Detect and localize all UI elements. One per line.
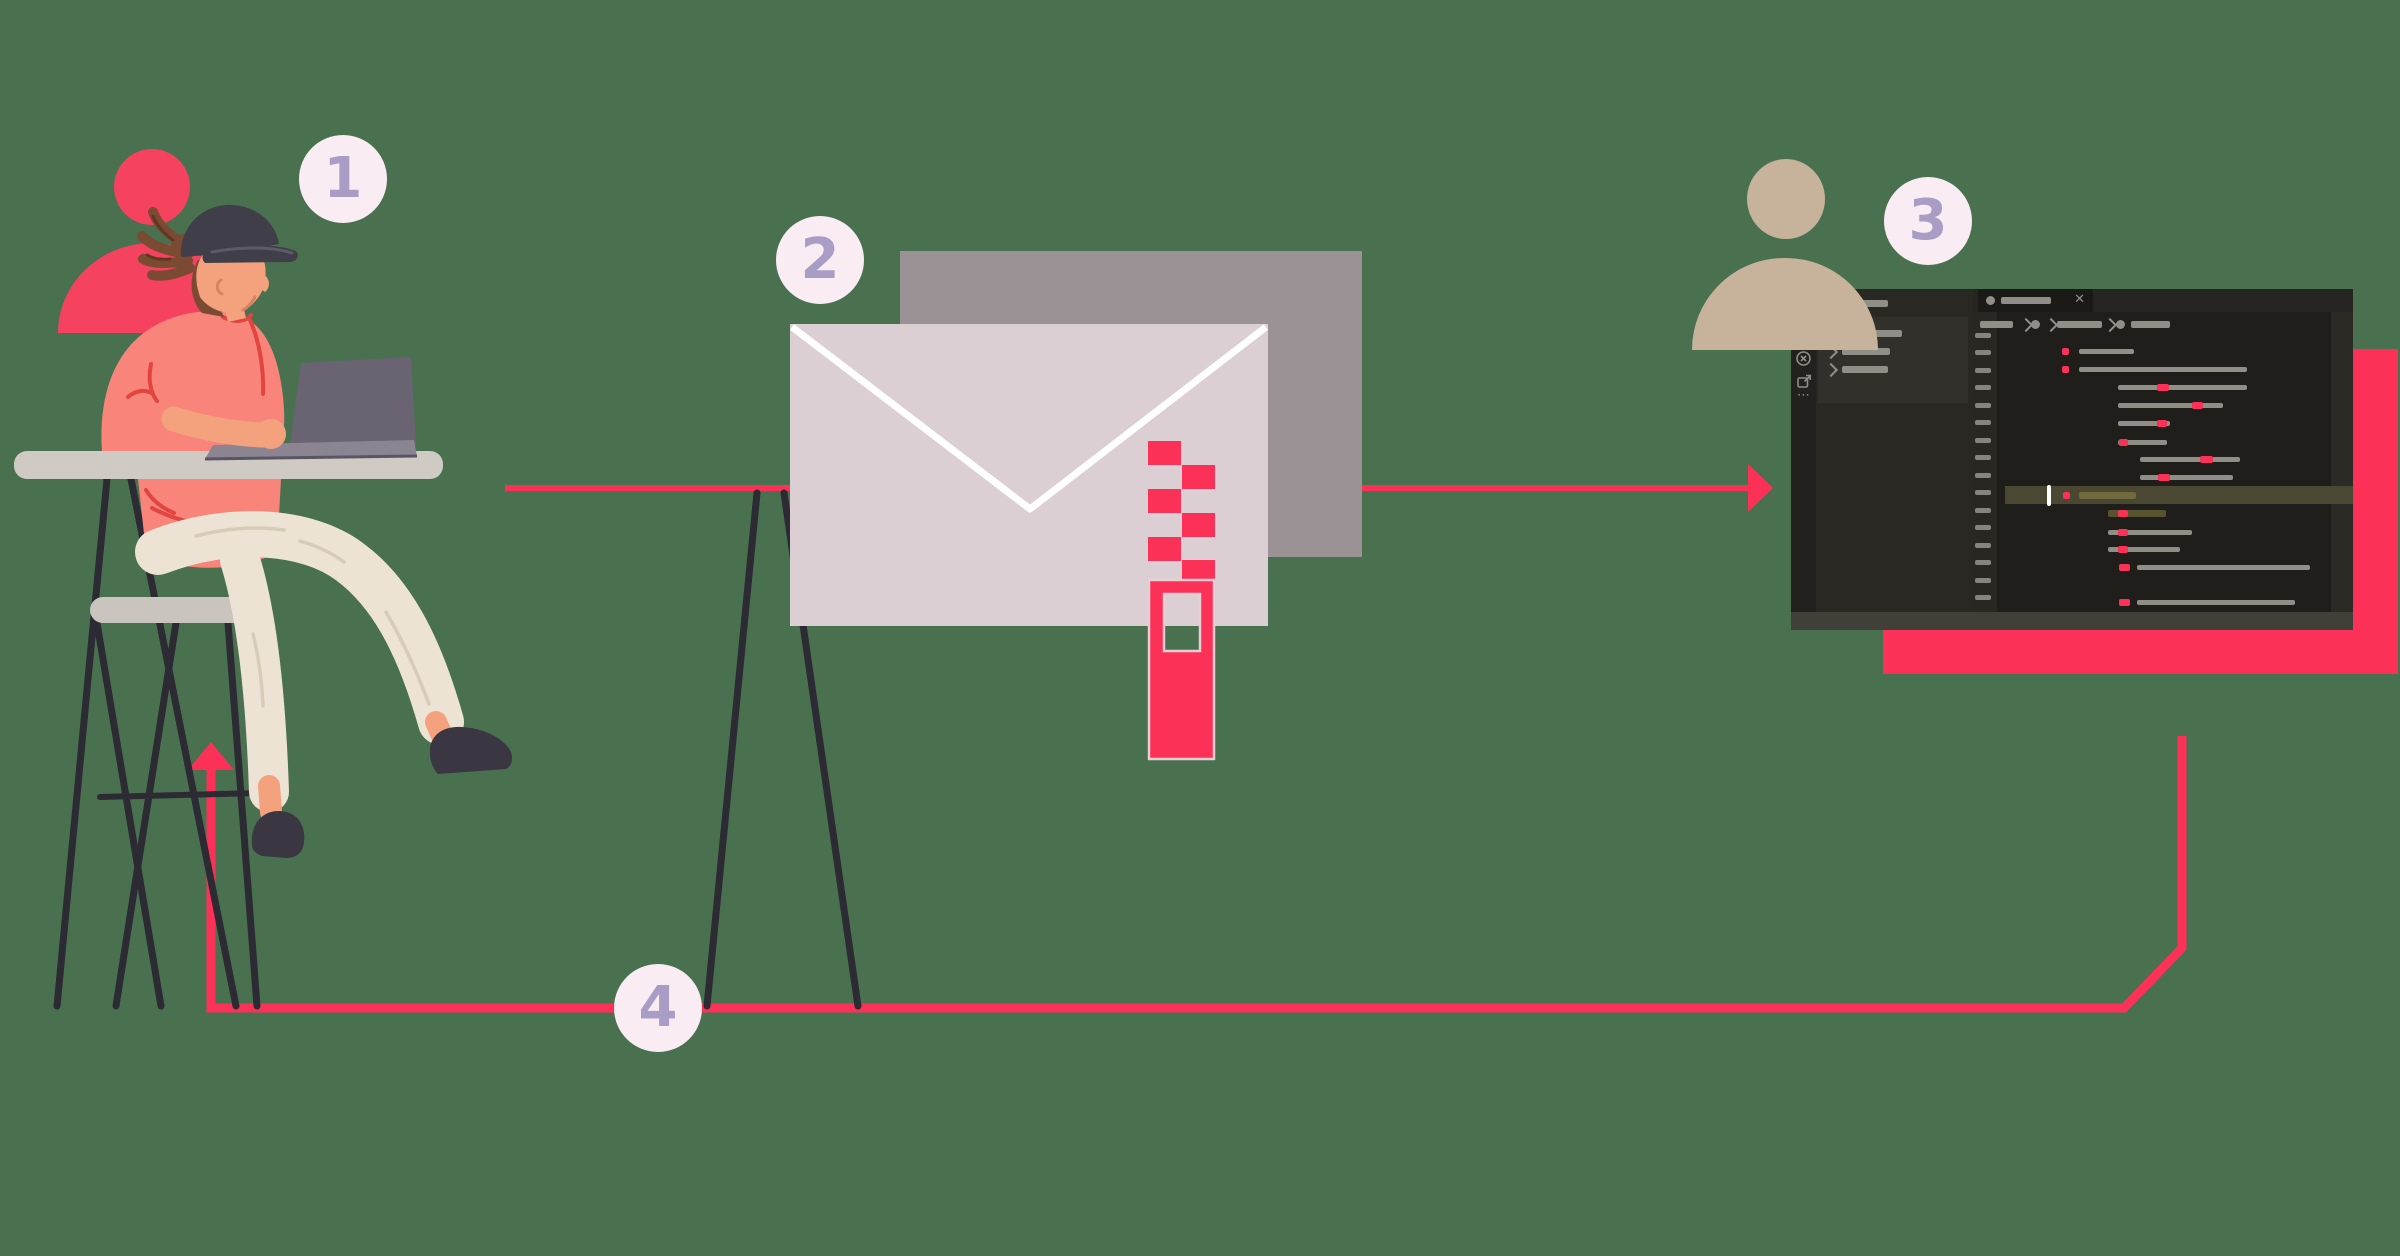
tab-title-bar	[2001, 297, 2051, 304]
more-icon[interactable]: ⋯	[1797, 388, 1810, 403]
zipper-tooth	[1148, 441, 1181, 465]
user-avatar-shoulders	[1692, 258, 1878, 350]
flow-arrow-return	[188, 736, 2187, 1013]
file-dot-icon	[1986, 296, 1995, 305]
external-link-icon[interactable]	[1795, 373, 1812, 390]
status-bar	[1791, 612, 2353, 630]
zipper-tooth	[1182, 513, 1215, 537]
head	[137, 204, 298, 322]
zipper-tooth	[1148, 537, 1181, 561]
tree-item-label-bar[interactable]	[1873, 329, 1902, 337]
step-1-number: 1	[323, 146, 363, 211]
legs	[135, 511, 464, 812]
step-1-badge: 1	[299, 135, 387, 223]
torso	[101, 311, 285, 452]
laptop	[204, 357, 418, 461]
close-icon[interactable]: ✕	[2074, 292, 2085, 307]
tree-item-label-bar[interactable]	[1842, 347, 1890, 355]
gutter-column	[1973, 312, 1997, 612]
stool	[90, 597, 261, 1010]
torso-lower	[138, 479, 281, 568]
tab-bar: ✕	[1973, 289, 2353, 312]
editor-main: ✕	[1973, 289, 2353, 630]
red-person-silhouette	[58, 149, 246, 333]
shoes	[251, 726, 513, 858]
desk-legs	[53, 475, 862, 1010]
step-2-badge: 2	[776, 216, 864, 304]
code-editor-window: ⋯ ✕	[1791, 289, 2353, 630]
forearm	[161, 406, 286, 449]
zipper-tooth	[1182, 560, 1215, 584]
zipper-tooth	[1148, 489, 1181, 513]
step-3-number: 3	[1908, 188, 1948, 253]
editor-tab[interactable]: ✕	[1978, 289, 2093, 312]
tree-item-label-bar[interactable]	[1842, 365, 1888, 373]
step-4-badge: 4	[614, 964, 702, 1052]
desk	[14, 451, 443, 479]
step-4-number: 4	[638, 975, 678, 1040]
scrollbar-column[interactable]	[2331, 312, 2353, 612]
zipper-tooth	[1182, 465, 1215, 489]
sidebar-title-bar	[1848, 300, 1888, 307]
cap-icon	[180, 204, 298, 263]
circle-close-icon[interactable]	[1795, 350, 1812, 367]
step-3-badge: 3	[1884, 177, 1972, 265]
face	[196, 239, 266, 314]
step-2-number: 2	[800, 227, 840, 292]
user-avatar-head	[1747, 159, 1825, 239]
